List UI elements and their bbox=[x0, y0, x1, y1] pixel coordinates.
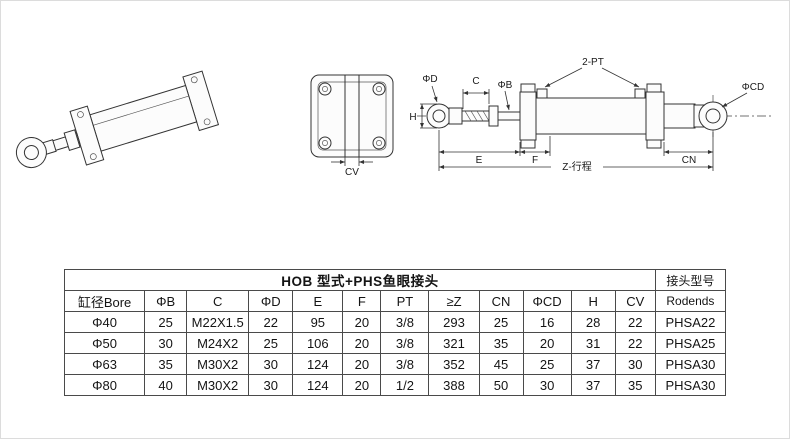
e-dimension-label: E bbox=[476, 155, 483, 166]
col-header-bore: 缸径Bore bbox=[63, 290, 146, 312]
cn-dimension-label: CN bbox=[682, 155, 696, 166]
cell: 124 bbox=[292, 353, 344, 375]
cell: M22X1.5 bbox=[186, 311, 250, 333]
col-header-cn: CN bbox=[478, 290, 524, 312]
cell: 124 bbox=[292, 374, 344, 396]
table-header-row: 缸径Bore ΦB C ΦD E F PT ≥Z CN ΦCD H CV Rod… bbox=[63, 290, 727, 312]
col-header-phib: ΦB bbox=[144, 290, 188, 312]
cylinder-body bbox=[519, 83, 665, 149]
cell: Φ80 bbox=[63, 374, 146, 396]
cell: 31 bbox=[570, 332, 616, 354]
cell: 106 bbox=[292, 332, 344, 354]
cell: 22 bbox=[248, 311, 294, 333]
two-pt-label: 2-PT bbox=[582, 57, 604, 68]
cell: 1/2 bbox=[380, 374, 430, 396]
cell: 37 bbox=[570, 374, 616, 396]
col-header-pt: PT bbox=[380, 290, 430, 312]
cell: 25 bbox=[522, 353, 572, 375]
cell: 30 bbox=[248, 353, 294, 375]
c-dimension-label: C bbox=[472, 76, 479, 87]
col-header-h: H bbox=[570, 290, 616, 312]
cell: 30 bbox=[522, 374, 572, 396]
cell: 30 bbox=[248, 374, 294, 396]
cell: 321 bbox=[428, 332, 480, 354]
cell: Φ50 bbox=[63, 332, 146, 354]
cell: 3/8 bbox=[380, 353, 430, 375]
cell: 20 bbox=[342, 374, 382, 396]
cell: 22 bbox=[614, 332, 656, 354]
cell: 28 bbox=[570, 311, 616, 333]
cell: M30X2 bbox=[186, 353, 250, 375]
side-section-view: 2-PT ΦD C H ΦB E F bbox=[409, 57, 773, 173]
col-header-cv: CV bbox=[614, 290, 656, 312]
cell: 293 bbox=[428, 311, 480, 333]
cell: Φ63 bbox=[63, 353, 146, 375]
rodends-header-en: Rodends bbox=[654, 290, 727, 312]
cell: 22 bbox=[614, 311, 656, 333]
cell: M30X2 bbox=[186, 374, 250, 396]
rodends-header-cn: 接头型号 bbox=[654, 269, 727, 291]
cell: 352 bbox=[428, 353, 480, 375]
cell: 50 bbox=[478, 374, 524, 396]
spec-table: HOB 型式+PHS鱼眼接头 接头型号 缸径Bore ΦB C ΦD E F P… bbox=[63, 269, 727, 396]
table-title: HOB 型式+PHS鱼眼接头 bbox=[64, 269, 656, 291]
cell: 25 bbox=[144, 311, 188, 333]
technical-drawings: CV bbox=[15, 57, 773, 178]
cell: 20 bbox=[342, 332, 382, 354]
cell: PHSA25 bbox=[654, 332, 727, 354]
col-header-c: C bbox=[186, 290, 250, 312]
col-header-phicd: ΦCD bbox=[522, 290, 572, 312]
cell: 40 bbox=[144, 374, 188, 396]
rod-eye-joint bbox=[426, 103, 521, 129]
cell: 95 bbox=[292, 311, 344, 333]
cv-dimension-label: CV bbox=[345, 167, 359, 178]
table-row: Φ50 30 M24X2 25 106 20 3/8 321 35 20 31 … bbox=[63, 332, 727, 354]
table-row: Φ80 40 M30X2 30 124 20 1/2 388 50 30 37 … bbox=[63, 374, 727, 396]
cell: Φ40 bbox=[63, 311, 146, 333]
cell: 35 bbox=[478, 332, 524, 354]
cell: 20 bbox=[342, 311, 382, 333]
flange-front-view: CV bbox=[310, 74, 394, 178]
table-row: Φ63 35 M30X2 30 124 20 3/8 352 45 25 37 … bbox=[63, 353, 727, 375]
table-row: Φ40 25 M22X1.5 22 95 20 3/8 293 25 16 28… bbox=[63, 311, 727, 333]
cell: PHSA30 bbox=[654, 374, 727, 396]
z-stroke-label: Z-行程 bbox=[562, 160, 591, 173]
cell: 388 bbox=[428, 374, 480, 396]
isometric-cylinder-view bbox=[15, 70, 220, 169]
rear-clevis-eye bbox=[663, 101, 728, 131]
col-header-phid: ΦD bbox=[248, 290, 294, 312]
table-title-row: HOB 型式+PHS鱼眼接头 接头型号 bbox=[64, 269, 727, 291]
cell: 25 bbox=[478, 311, 524, 333]
col-header-e: E bbox=[292, 290, 344, 312]
phi-b-label: ΦB bbox=[498, 80, 513, 91]
cell: 30 bbox=[614, 353, 656, 375]
cell: 30 bbox=[144, 332, 188, 354]
cell: 35 bbox=[614, 374, 656, 396]
bolt-holes bbox=[318, 82, 386, 150]
cell: 3/8 bbox=[380, 332, 430, 354]
f-dimension-label: F bbox=[532, 155, 538, 166]
h-dimension-label: H bbox=[409, 112, 416, 123]
col-header-z: ≥Z bbox=[428, 290, 480, 312]
cell: 25 bbox=[248, 332, 294, 354]
cell: 16 bbox=[522, 311, 572, 333]
cell: 20 bbox=[342, 353, 382, 375]
cell: M24X2 bbox=[186, 332, 250, 354]
cell: PHSA22 bbox=[654, 311, 727, 333]
cell: 3/8 bbox=[380, 311, 430, 333]
phi-cd-label: ΦCD bbox=[742, 82, 764, 93]
cell: 45 bbox=[478, 353, 524, 375]
cell: 37 bbox=[570, 353, 616, 375]
col-header-f: F bbox=[342, 290, 382, 312]
cell: 35 bbox=[144, 353, 188, 375]
cell: PHSA30 bbox=[654, 353, 727, 375]
cell: 20 bbox=[522, 332, 572, 354]
phi-d-label: ΦD bbox=[422, 74, 437, 85]
